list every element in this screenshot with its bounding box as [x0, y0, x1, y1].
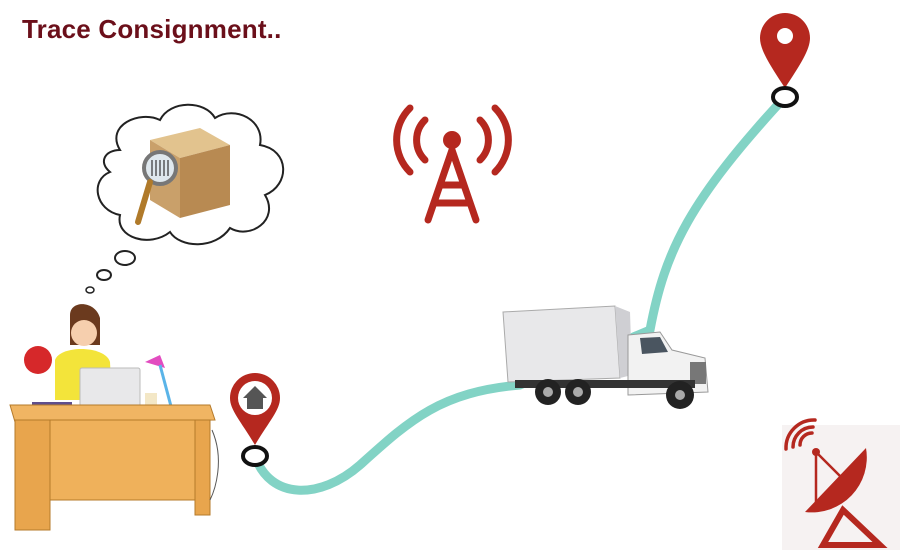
delivery-truck-icon	[502, 305, 709, 409]
satellite-dish-icon	[782, 418, 900, 550]
signal-tower-icon	[393, 104, 512, 224]
destination-pin-icon	[760, 13, 810, 108]
person-at-desk-icon	[9, 304, 219, 531]
route-path	[250, 92, 790, 495]
package-search-icon	[135, 128, 230, 225]
page-title: Trace Consignment..	[22, 14, 282, 44]
home-pin-icon	[230, 373, 280, 467]
